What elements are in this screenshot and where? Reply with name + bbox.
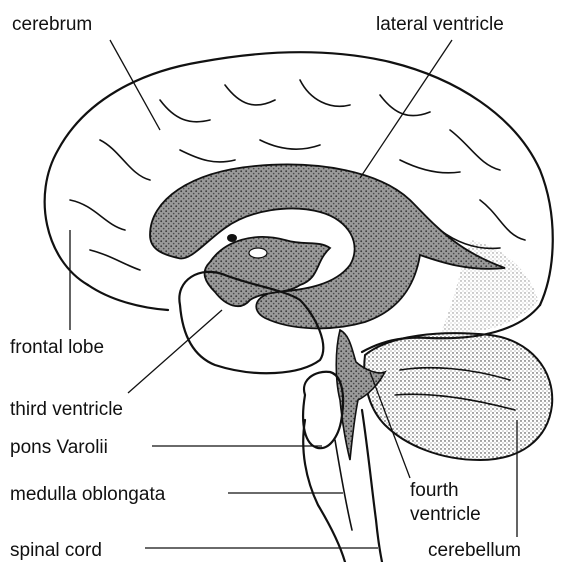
cerebellum-shape: [364, 333, 552, 460]
label-cerebrum: cerebrum: [12, 14, 92, 35]
label-frontal-lobe: frontal lobe: [10, 337, 104, 358]
label-lateral-ventricle: lateral ventricle: [376, 14, 504, 35]
leader-lateral-ventricle: [360, 40, 452, 178]
label-cerebellum: cerebellum: [428, 540, 521, 561]
label-medulla-oblongata: medulla oblongata: [10, 484, 166, 505]
label-fourth-ventricle-line1: fourth: [410, 480, 459, 501]
label-pons-varolii: pons Varolii: [10, 437, 108, 458]
leader-cerebrum: [110, 40, 160, 130]
interventricular-mark: [227, 234, 237, 242]
leader-third-ventricle: [128, 310, 222, 393]
label-spinal-cord: spinal cord: [10, 540, 102, 561]
massa-intermedia-mark: [249, 248, 267, 258]
label-third-ventricle: third ventricle: [10, 399, 123, 420]
label-fourth-ventricle-line2: ventricle: [410, 504, 481, 525]
brainstem-outline-right: [362, 410, 382, 562]
